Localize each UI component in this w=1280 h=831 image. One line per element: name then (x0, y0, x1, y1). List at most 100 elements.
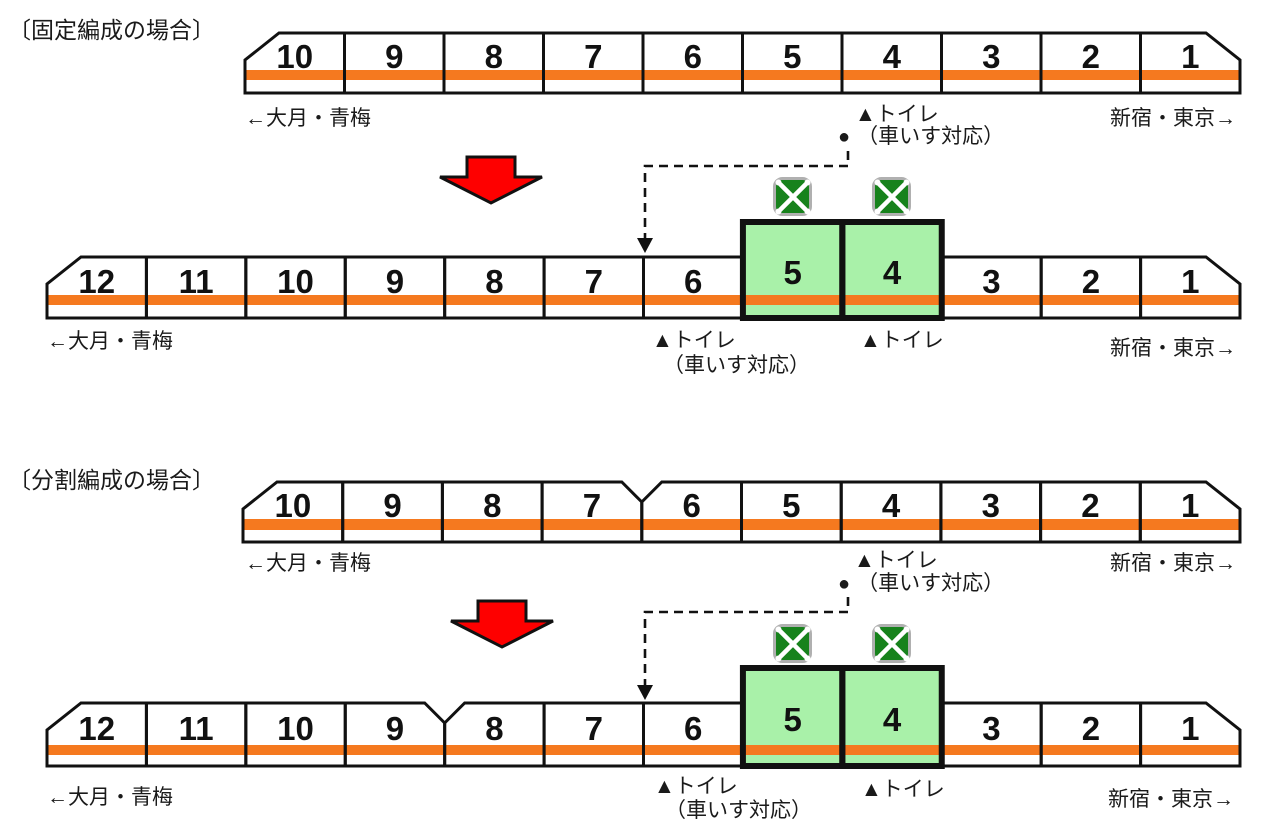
train-car-outline (1138, 480, 1242, 544)
section-title-fixed: 〔固定編成の場合〕 (8, 17, 215, 43)
toilet-label: ▲トイレ (855, 103, 939, 126)
car-number: 3 (982, 487, 1000, 524)
orange-stripe (444, 745, 545, 755)
car-number: 7 (583, 487, 601, 524)
green-car (842, 668, 942, 766)
car-number: 8 (485, 38, 503, 75)
destination-left-label: ←大月・青梅 (245, 552, 371, 575)
car-number: 4 (882, 487, 901, 524)
green-car-icon-notch (804, 626, 811, 633)
car-number: 5 (783, 701, 801, 738)
train-car-outline (1139, 31, 1242, 95)
connector-arrowhead-icon (637, 685, 653, 700)
train-car-outline (45, 255, 148, 320)
green-car-icon-notch (804, 655, 811, 662)
green-car-icon-notch (804, 179, 811, 186)
orange-stripe (444, 70, 544, 80)
green-car-icon-cross (877, 182, 907, 212)
orange-stripe (1040, 519, 1141, 530)
destination-right-label: 新宿・東京→ (1110, 107, 1236, 130)
car-number: 2 (1082, 263, 1100, 300)
orange-stripe (643, 745, 743, 755)
orange-stripe (245, 70, 345, 80)
green-car-icon-notch (775, 179, 782, 186)
green-car-icon-notch (874, 208, 881, 215)
green-car-icon-notch (804, 208, 811, 215)
orange-stripe (741, 519, 842, 530)
green-car (742, 222, 843, 318)
train-car-outline (243, 31, 346, 95)
orange-stripe (243, 519, 343, 530)
green-car-icon-notch (903, 179, 910, 186)
orange-stripe (146, 295, 246, 305)
wheelchair-marker: ● (838, 126, 851, 149)
orange-stripe (1140, 295, 1240, 305)
car-number: 1 (1181, 38, 1199, 75)
car-number: 5 (783, 254, 801, 291)
toilet-label: ▲トイレ (860, 329, 944, 352)
green-car-icon-notch (874, 655, 881, 662)
orange-stripe (742, 70, 842, 80)
destination-left-label: ←大月・青梅 (245, 107, 371, 130)
green-car-icon-cross (778, 629, 808, 659)
destination-left-label: ←大月・青梅 (47, 786, 173, 809)
car-number: 4 (883, 38, 902, 75)
car-number: 10 (276, 38, 313, 75)
orange-stripe (342, 519, 443, 530)
orange-stripe (1041, 745, 1141, 755)
car-number: 9 (386, 710, 404, 747)
orange-stripe (542, 519, 642, 530)
destination-right-label: 新宿・東京→ (1108, 788, 1234, 811)
orange-stripe (544, 745, 644, 755)
car-number: 8 (485, 710, 503, 747)
train-car-outline (1139, 701, 1242, 768)
connector-arrowhead-icon (637, 238, 653, 253)
car-number: 7 (585, 263, 603, 300)
green-car-icon-notch (903, 626, 910, 633)
car-number: 1 (1181, 487, 1199, 524)
orange-stripe (544, 295, 644, 305)
destination-left-label: ←大月・青梅 (47, 330, 173, 353)
orange-stripe (941, 745, 1042, 755)
car-number: 6 (684, 38, 702, 75)
car-number: 8 (485, 263, 503, 300)
toilet-label: ▲トイレ (854, 549, 938, 572)
orange-stripe (1140, 519, 1240, 530)
wheelchair-note: （車いす対応） (857, 572, 1005, 595)
green-car (842, 222, 942, 318)
car-number: 3 (982, 263, 1000, 300)
green-car-icon-notch (775, 655, 782, 662)
train-car-outline (241, 480, 345, 544)
wheelchair-label: ● （車いす対応） (838, 125, 1004, 149)
orange-stripe (643, 70, 743, 80)
orange-stripe (344, 70, 444, 80)
car-number: 9 (385, 38, 403, 75)
green-car-icon-cross (778, 182, 808, 212)
car-number: 6 (684, 710, 702, 747)
car-number: 6 (684, 263, 702, 300)
wheelchair-note-label: （車いす対応） (663, 354, 810, 377)
car-number: 2 (1081, 487, 1099, 524)
green-car-icon-cross (877, 629, 907, 659)
green-car-icon-notch (874, 179, 881, 186)
orange-stripe (842, 70, 942, 80)
green-car-icon-notch (874, 626, 881, 633)
green-car-outline (839, 219, 945, 321)
orange-stripe (47, 745, 147, 755)
car-number: 3 (982, 38, 1000, 75)
car-number: 9 (386, 263, 404, 300)
orange-stripe (245, 745, 346, 755)
car-number: 3 (982, 710, 1000, 747)
wheelchair-marker: ● (838, 573, 851, 596)
orange-stripe (1140, 70, 1240, 80)
train-car-outline (640, 480, 743, 544)
green-car-icon-notch (903, 655, 910, 662)
car-number: 5 (782, 487, 800, 524)
orange-stripe (841, 519, 941, 530)
car-number: 12 (78, 710, 115, 747)
train-car-outline (540, 480, 644, 544)
train-car-outline (343, 701, 447, 768)
orange-stripe (941, 295, 1042, 305)
wheelchair-note: （車いす対応） (857, 125, 1005, 148)
